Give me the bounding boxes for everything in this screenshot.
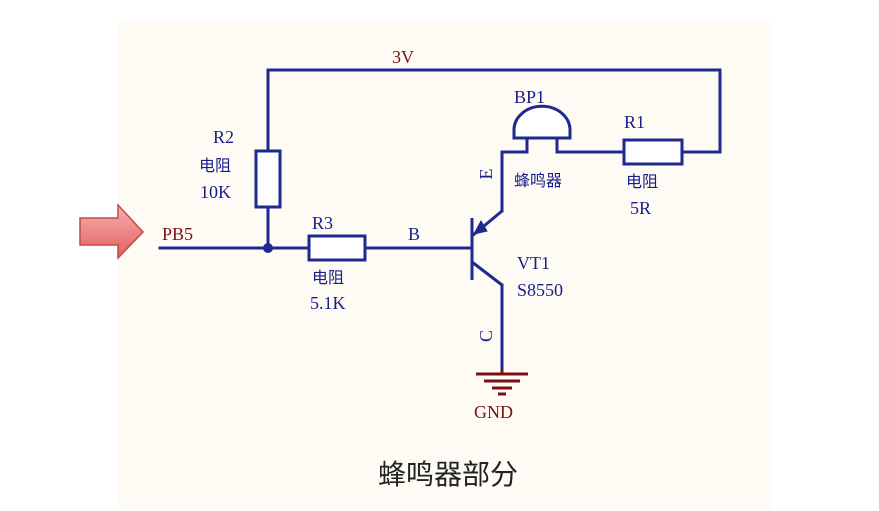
- ground-net-label: GND: [474, 402, 513, 422]
- bp1-type-label: 蜂鸣器: [514, 171, 562, 190]
- r1-value-label: 5R: [630, 198, 651, 218]
- diagram-caption: 蜂鸣器部分: [378, 458, 518, 491]
- pb5-net-label: PB5: [162, 224, 193, 244]
- r2-resistor-symbol: [254, 149, 282, 209]
- r1-ref-label: R1: [624, 112, 645, 132]
- collector-pin-label: C: [476, 330, 496, 342]
- r1-type-label: 电阻: [626, 172, 658, 191]
- r3-ref-label: R3: [312, 213, 333, 233]
- r3-type-label: 电阻: [312, 268, 344, 287]
- vt1-part-label: S8550: [517, 280, 563, 300]
- junction-dot: [263, 243, 273, 253]
- input-arrow-icon: [79, 203, 145, 260]
- r2-value-label: 10K: [200, 182, 231, 202]
- bp1-ref-label: BP1: [514, 87, 545, 107]
- vt1-transistor-symbol: [470, 209, 503, 287]
- supply-rail-wire: [266, 68, 722, 154]
- r2-type-label: 电阻: [199, 156, 231, 175]
- bp1-buzzer-symbol: [512, 104, 572, 154]
- r3-resistor-symbol: [307, 234, 367, 262]
- base-pin-label: B: [408, 224, 420, 244]
- supply-net-label: 3V: [392, 47, 414, 67]
- emitter-pin-label: E: [476, 169, 496, 180]
- schematic-sheet: [118, 22, 772, 508]
- vt1-ref-label: VT1: [517, 253, 550, 273]
- emitter-wire: [500, 150, 514, 213]
- wires: [158, 68, 722, 372]
- r1-resistor-symbol: [622, 138, 684, 166]
- ground-icon: [476, 370, 528, 396]
- r3-value-label: 5.1K: [310, 293, 346, 313]
- r2-ref-label: R2: [213, 127, 234, 147]
